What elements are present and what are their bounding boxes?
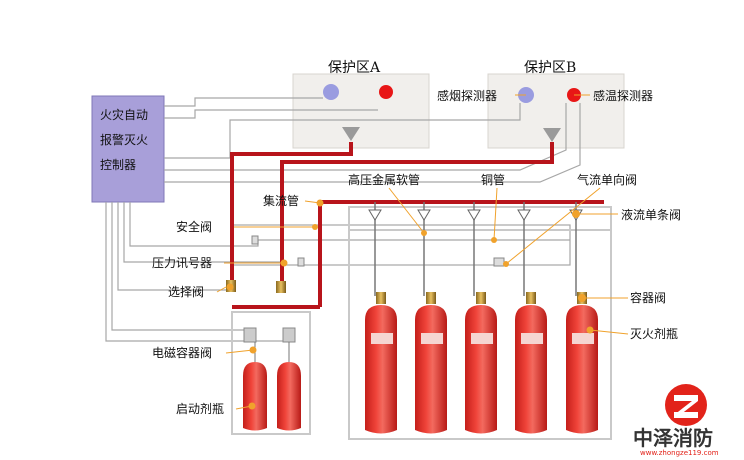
- zone-a-title: 保护区A: [328, 60, 381, 76]
- extinguisher-bottle: [566, 292, 598, 434]
- signal-wires: [105, 97, 581, 342]
- starter-bottles: [243, 327, 301, 431]
- zone-b-title: 保护区B: [524, 60, 576, 76]
- pressure-switch-b: [297, 257, 305, 267]
- zone-a-smoke-detector: [323, 84, 339, 100]
- brand-logo-icon: [665, 384, 707, 426]
- controller-line3: 控制器: [100, 158, 136, 172]
- zone-b: 保护区B: [487, 60, 625, 149]
- callout-dots: [226, 199, 594, 410]
- safety-valve-label: 安全阀: [176, 219, 212, 234]
- brand-name: 中泽消防: [633, 426, 713, 450]
- zone-b-nozzle: [543, 128, 561, 142]
- smoke-detector-label: 感烟探测器: [437, 88, 497, 103]
- extinguisher-bottle: [515, 292, 547, 434]
- controller-line1: 火灾自动: [100, 107, 148, 122]
- solenoid-valve-label: 电磁容器阀: [152, 345, 212, 360]
- extinguisher-bottle: [365, 292, 397, 434]
- equipment-frame: [231, 206, 612, 440]
- zone-a: 保护区A: [292, 60, 430, 149]
- controller-line2: 报警灭火: [100, 132, 148, 147]
- brand-logo: 中泽消防 www.zhongze119.com: [633, 384, 719, 457]
- bottle-branches: [368, 202, 583, 296]
- selector-valve-label: 选择阀: [168, 285, 204, 299]
- copper-pipe-label: 铜管: [481, 172, 505, 187]
- brand-url: www.zhongze119.com: [640, 449, 719, 457]
- header-pipe-label: 集流管: [263, 193, 299, 208]
- gas-check-valve-label: 气流单向阀: [577, 172, 637, 187]
- liquid-check-valve-label: 液流单条阀: [621, 207, 681, 222]
- starter-bottle-label: 启动剂瓶: [176, 401, 224, 416]
- extinguisher-label: 灭火剂瓶: [630, 326, 678, 341]
- hose-label: 高压金属软管: [348, 172, 420, 187]
- container-valve-label: 容器阀: [630, 290, 666, 305]
- zone-a-nozzle: [342, 127, 360, 141]
- pressure-switch-a: [251, 235, 259, 245]
- copper-pipe-check-valve: [493, 257, 505, 267]
- zone-a-heat-detector: [379, 85, 393, 99]
- starter-bottle: [243, 327, 267, 431]
- extinguisher-bottles: [365, 292, 598, 434]
- pressure-switch-label: 压力讯号器: [152, 256, 212, 270]
- extinguisher-bottle: [465, 292, 497, 434]
- component-labels: 集流管 高压金属软管 铜管 气流单向阀 液流单条阀 安全阀 压力讯号器 选择阀 …: [152, 172, 681, 416]
- alarm-controller: 火灾自动 报警灭火 控制器: [91, 95, 165, 203]
- heat-detector-label: 感温探测器: [593, 88, 653, 103]
- extinguisher-bottle: [415, 292, 447, 434]
- selector-valve-b: [276, 281, 286, 293]
- starter-bottle: [277, 327, 301, 431]
